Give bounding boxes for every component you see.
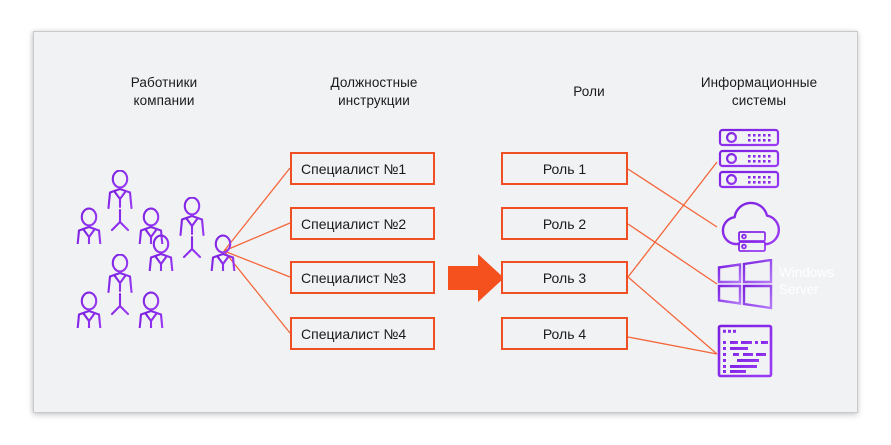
windows-logo-icon: [717, 258, 773, 316]
role-label: Роль 1: [542, 160, 587, 177]
job-description-box-2[interactable]: Специалист №2: [290, 207, 435, 240]
job-description-label: Специалист №3: [301, 269, 407, 286]
connector-overlay: [223, 161, 718, 355]
server-stack-icon: [717, 127, 783, 198]
job-description-label: Специалист №2: [301, 215, 407, 232]
link-role3-to-code: [627, 276, 718, 355]
role-label: Роль 3: [542, 269, 587, 286]
link-employees-to-spec-4: [223, 250, 291, 334]
code-window-icon: [717, 324, 773, 383]
column-heading-job-descriptions: Должностные инструкции: [330, 75, 418, 108]
job-description-label: Специалист №4: [301, 325, 407, 342]
link-role3-to-servers: [627, 161, 718, 278]
employee-group-1: [74, 169, 166, 249]
link-employees-to-spec-1: [223, 167, 291, 252]
role-label: Роль 4: [542, 325, 587, 342]
link-employees-to-spec-2: [223, 222, 291, 252]
role-box-1[interactable]: Роль 1: [501, 152, 628, 185]
column-heading-workers: Работники компании: [130, 75, 198, 108]
role-box-2[interactable]: Роль 2: [501, 207, 628, 240]
job-description-box-3[interactable]: Специалист №3: [290, 261, 435, 294]
link-role2-to-windows: [627, 223, 718, 285]
diagram-panel: Работники компании Должностные инструкци…: [33, 31, 858, 413]
job-description-box-1[interactable]: Специалист №1: [290, 152, 435, 185]
link-role4-to-code: [627, 336, 718, 355]
role-box-3[interactable]: Роль 3: [501, 261, 628, 294]
column-heading-information-systems: Информационные системы: [700, 75, 818, 108]
windows-server-label: Windows Server: [779, 265, 834, 297]
cloud-server-icon: [717, 200, 787, 259]
role-box-4[interactable]: Роль 4: [501, 317, 628, 350]
employee-group-2: [146, 196, 238, 276]
column-heading-roles: Роли: [573, 84, 605, 99]
role-label: Роль 2: [542, 215, 587, 232]
job-description-box-4[interactable]: Специалист №4: [290, 317, 435, 350]
link-role1-to-cloud: [627, 168, 718, 228]
link-employees-to-spec-3: [223, 250, 291, 278]
employee-group-3: [74, 253, 166, 333]
right-arrow-icon: [448, 254, 504, 302]
job-description-label: Специалист №1: [301, 160, 407, 177]
